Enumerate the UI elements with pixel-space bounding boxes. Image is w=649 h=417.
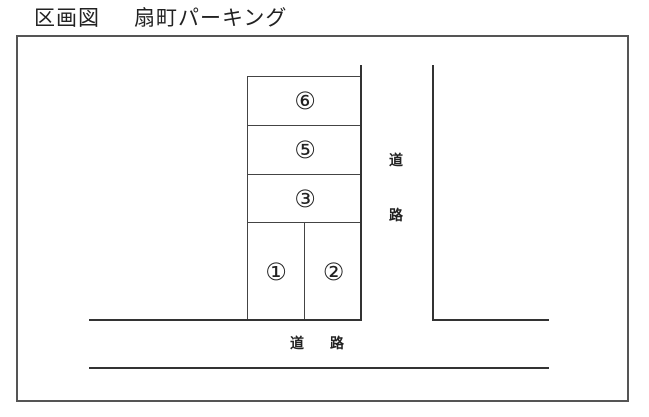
title-label: 区画図 <box>34 6 100 30</box>
parking-spot-1: ① <box>247 222 305 321</box>
page-title: 区画図 扇町パーキング <box>34 2 287 32</box>
parking-spot-2: ② <box>304 222 362 321</box>
diagram-frame <box>16 35 629 402</box>
road-edge-top-left <box>89 319 362 321</box>
horizontal-road-label: 道 路 <box>290 336 350 352</box>
vertical-road-label-top: 道 <box>389 153 403 169</box>
vertical-road-label-bottom: 路 <box>389 208 403 224</box>
road-edge-left-vertical <box>360 65 362 321</box>
road-edge-top-right <box>432 319 549 321</box>
road-edge-bottom <box>89 367 549 369</box>
parking-name: 扇町パーキング <box>134 6 288 30</box>
road-edge-right-vertical <box>432 65 434 321</box>
parking-spot-3: ③ <box>247 174 362 223</box>
parking-spot-6: ⑥ <box>247 76 362 126</box>
parking-spot-5: ⑤ <box>247 125 362 175</box>
